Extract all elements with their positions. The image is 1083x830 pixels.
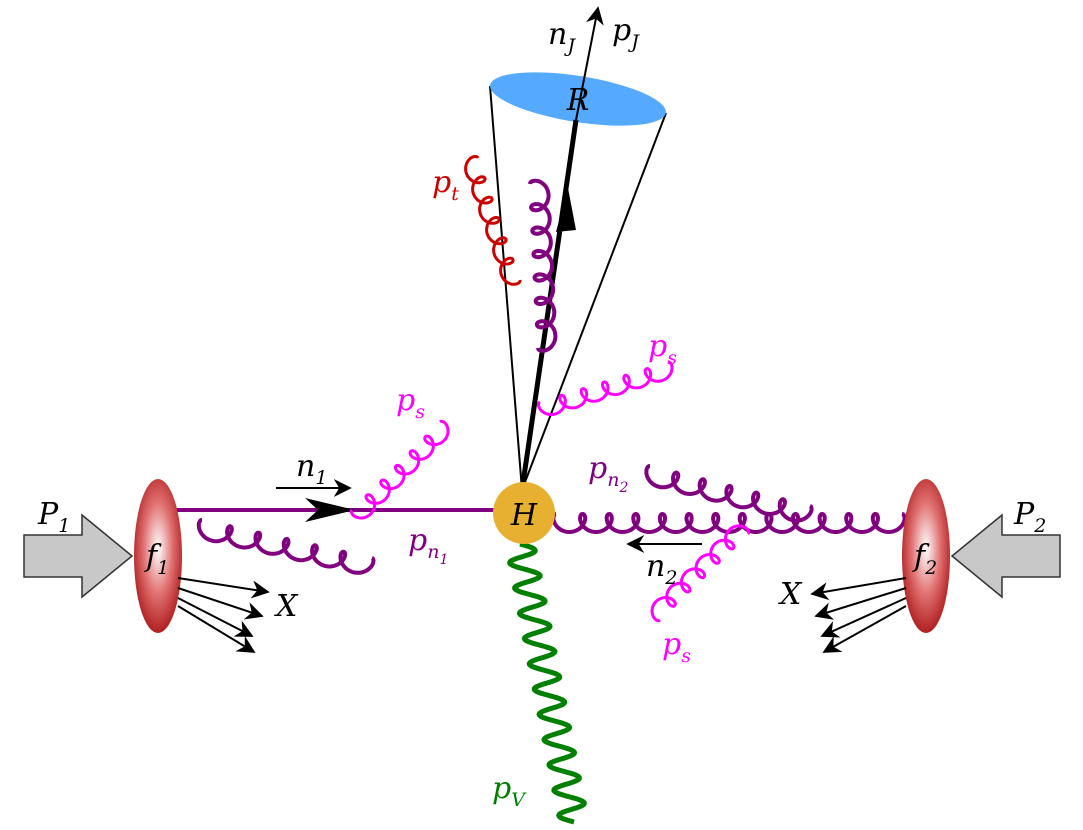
pdf-blob-right	[902, 479, 950, 633]
proton-label-2: P2	[1013, 497, 1046, 537]
vector-boson-line	[507, 541, 587, 825]
jet-axis	[519, 119, 579, 491]
remnant-label-right: X	[778, 577, 803, 612]
remnant-arrow	[810, 577, 907, 601]
jet-cone-left-edge	[489, 85, 523, 491]
soft-gluon-left	[349, 419, 450, 520]
beam-direction-label-2: n2	[646, 549, 677, 589]
proton-arrow-left	[23, 513, 134, 599]
soft-gluon-label-left: ps	[396, 383, 425, 423]
remnant-arrow	[177, 605, 256, 653]
pdf-blob-left	[134, 479, 182, 633]
soft-gluon-label-top: ps	[648, 329, 677, 369]
jet-direction-line	[575, 6, 604, 121]
collinear-momentum-label-2: pn2	[588, 451, 628, 496]
quark-arrowhead	[305, 498, 355, 522]
jet-cone-right-edge	[521, 112, 667, 491]
jet-axis-arrowhead	[556, 188, 576, 232]
soft-gluon-label-bottom: ps	[662, 627, 691, 667]
jet-radius-label: R	[566, 83, 590, 118]
hard-vertex	[493, 482, 555, 544]
remnant-arrow	[814, 587, 907, 620]
beam-direction-label-1: n1	[296, 449, 327, 489]
jet-collinear-gluon	[528, 178, 558, 353]
proton-arrow-right	[950, 513, 1061, 599]
collinear-gluon-label: pt	[432, 165, 459, 205]
remnant-arrow	[177, 587, 264, 620]
proton-label-1: P1	[37, 497, 70, 537]
jet-momentum-label: pJ	[612, 13, 640, 53]
soft-gluon-bottom	[650, 524, 751, 623]
remnant-label-left: X	[274, 589, 299, 624]
remnant-arrow	[177, 597, 254, 637]
jet-outside-gluon	[464, 155, 522, 286]
remnant-arrow	[820, 597, 907, 638]
collinear-gluon-beam-1	[196, 518, 376, 575]
remnant-arrow	[822, 605, 907, 653]
boson-label: pV	[492, 771, 527, 811]
collinear-gluon-beam-2-upper	[644, 464, 814, 523]
gluon-lines	[196, 155, 907, 623]
soft-gluon-top	[537, 360, 674, 417]
jet-radius-disk	[490, 72, 666, 126]
collinear-momentum-label-1: pn1	[408, 523, 448, 568]
remnant-arrow	[177, 577, 270, 599]
jet-direction-label: nJ	[548, 17, 576, 57]
hard-vertex-label: H	[510, 498, 538, 533]
